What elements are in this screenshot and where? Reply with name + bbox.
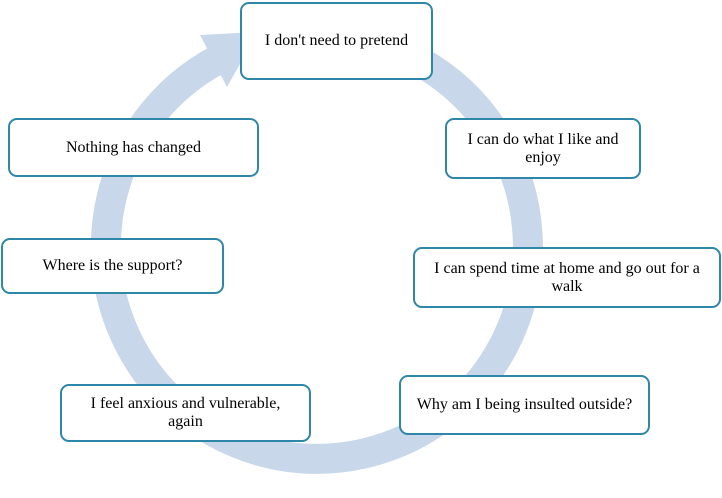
node-label: I can spend time at home and go out for … — [434, 259, 700, 295]
node-label: Where is the support? — [42, 257, 183, 274]
cycle-node-nothing-has-changed: Nothing has changed — [8, 118, 259, 177]
node-label: I feel anxious and vulnerable, again — [90, 395, 281, 430]
node-label: I can do what I like and enjoy — [467, 130, 619, 166]
cycle-node-where-is-support: Where is the support? — [1, 238, 224, 294]
cycle-node-anxious-vulnerable: I feel anxious and vulnerable, again — [60, 384, 311, 442]
node-label: Nothing has changed — [65, 138, 202, 156]
cycle-node-spend-time-at-home: I can spend time at home and go out for … — [413, 247, 721, 308]
node-label: I don't need to pretend — [264, 32, 409, 49]
cycle-node-do-what-i-like: I can do what I like and enjoy — [445, 118, 641, 179]
cycle-node-dont-need-to-pretend: I don't need to pretend — [240, 2, 433, 80]
cycle-node-insulted-outside: Why am I being insulted outside? — [399, 375, 650, 435]
node-label: Why am I being insulted outside? — [416, 396, 633, 413]
